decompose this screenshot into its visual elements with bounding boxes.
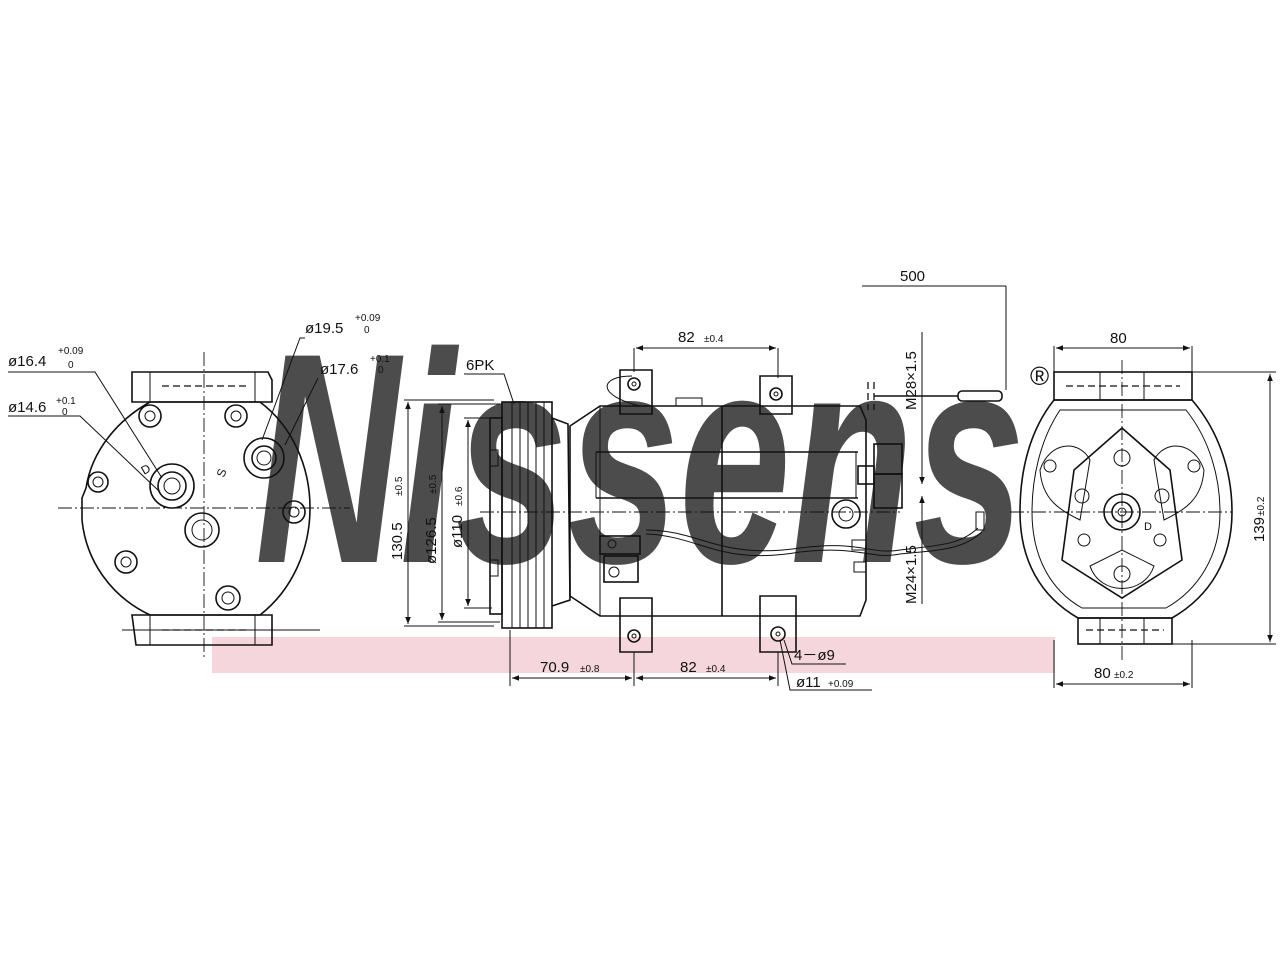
port-d3-tol: +0.1 — [56, 396, 76, 407]
hole-dia-dim: ø11 — [796, 674, 821, 691]
port-d2-tol: +0.1 — [370, 354, 390, 365]
holes-dim: 4－ø9 — [794, 647, 835, 664]
thread-top-dim: M28×1.5 — [903, 351, 920, 410]
pulley-dia-dim: ø126.5 — [423, 517, 440, 564]
mount-bot-tol: ±0.4 — [706, 664, 726, 675]
width-top-dim: 80 — [1110, 330, 1127, 347]
port-s-tol: +0.09 — [355, 313, 381, 324]
left-view: D S ø16.4 +0.09 0 ø14.6 +0.1 0 ø19.5 +0.… — [8, 313, 390, 660]
port-d-mark: D — [1144, 521, 1152, 533]
side-view: 82 ±0.4 500 M28×1.5 M24×1.5 6PK 130.5 ±0… — [389, 268, 1007, 691]
port-d-tol2: 0 — [68, 360, 74, 371]
port-d3-dim: ø14.6 — [8, 399, 46, 416]
height-dim: 139 — [1251, 517, 1268, 542]
width-bot-dim: 80 — [1094, 665, 1111, 682]
outer-dia-dim: 130.5 — [389, 522, 406, 560]
belt-label: 6PK — [466, 357, 494, 374]
port-d3-tol2: 0 — [62, 407, 68, 418]
port-d2-dim: ø17.6 — [320, 361, 358, 378]
port-d-tol: +0.09 — [58, 346, 84, 357]
port-d2-tol2: 0 — [378, 365, 384, 376]
outer-dia-tol: ±0.5 — [394, 476, 405, 496]
width-bot-tol: ±0.2 — [1114, 670, 1134, 681]
port-d-mark: D — [139, 461, 154, 478]
port-d-dim: ø16.4 — [8, 353, 46, 370]
pulley-dia-tol: ±0.5 — [428, 474, 439, 494]
offset-dim: 70.9 — [540, 659, 569, 676]
port-s-tol2: 0 — [364, 325, 370, 336]
hole-dia-tol: +0.09 — [828, 679, 854, 690]
height-tol: ±0.2 — [1256, 496, 1267, 516]
hub-dia-tol: ±0.6 — [454, 486, 465, 506]
cable-length-dim: 500 — [900, 268, 925, 285]
mount-top-tol: ±0.4 — [704, 334, 724, 345]
hub-dia-dim: ø110 — [449, 515, 466, 548]
port-s-dim: ø19.5 — [305, 320, 343, 337]
thread-bot-dim: M24×1.5 — [903, 545, 920, 604]
mount-bot-dim: 82 — [680, 659, 697, 676]
mount-top-dim: 82 — [678, 329, 695, 346]
port-s-mark: S — [214, 467, 230, 479]
offset-tol: ±0.8 — [580, 664, 600, 675]
right-view: D 80 80 ±0.2 139 ±0.2 — [1010, 330, 1276, 688]
registered-mark: ® — [1030, 361, 1049, 391]
